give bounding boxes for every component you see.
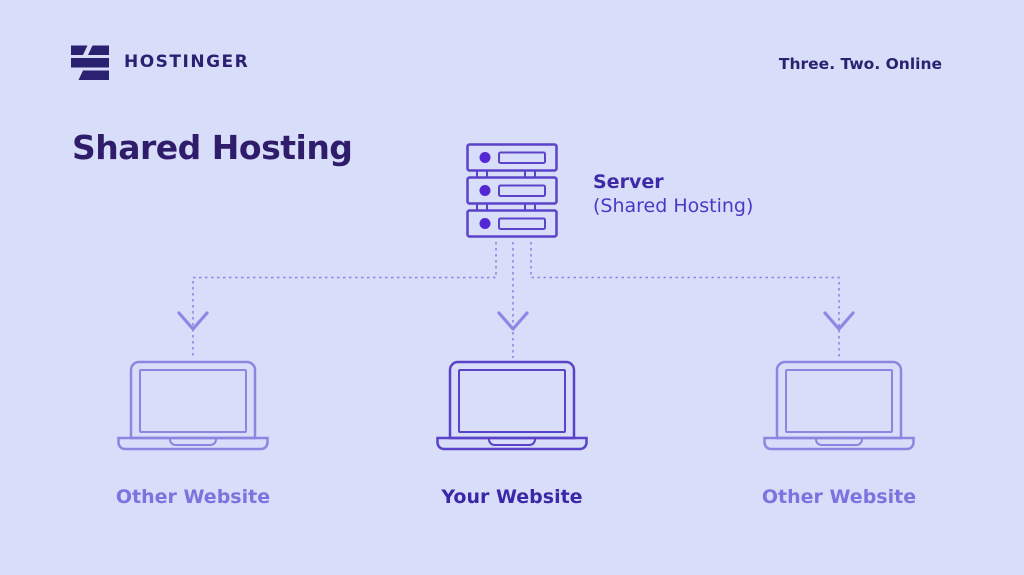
brand-tagline: Three. Two. Online: [778, 55, 942, 73]
laptop-icon-other-left: [117, 360, 269, 451]
server-stack-icon: [466, 143, 558, 238]
laptop-icon-your-website: [436, 360, 588, 451]
website-label-other-right: Other Website: [761, 486, 917, 508]
website-label-your: Your Website: [441, 486, 583, 508]
page-title: Shared Hosting: [72, 128, 353, 167]
laptop-icon-other-right: [763, 360, 915, 451]
arrowhead-icons: [177, 311, 855, 331]
server-label-block: Server (Shared Hosting): [593, 170, 753, 218]
header-brand: HOSTINGER: [70, 42, 249, 82]
website-label-other-left: Other Website: [115, 486, 271, 508]
brand-wordmark: HOSTINGER: [124, 52, 250, 72]
server-label: Server: [593, 171, 664, 193]
server-sublabel: (Shared Hosting): [593, 195, 754, 217]
hostinger-logo-icon: [70, 42, 110, 82]
